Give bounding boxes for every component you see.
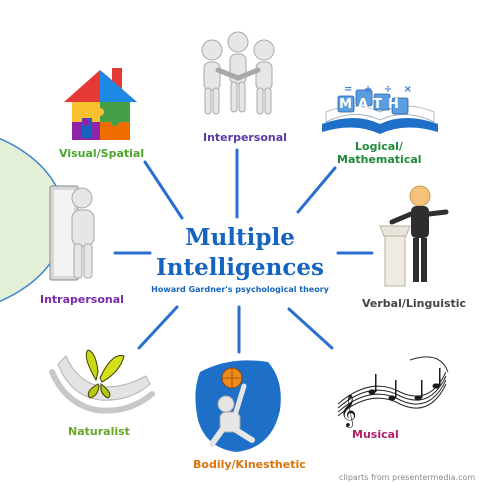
- label-visual-spatial: Visual/Spatial: [59, 147, 145, 160]
- label-mathematical: Mathematical: [337, 153, 422, 166]
- label-logical: Logical/: [355, 140, 403, 153]
- spoke-logical: [296, 166, 337, 214]
- title-intelligences: Intelligences: [156, 254, 324, 281]
- spoke-musical: [287, 307, 334, 350]
- spoke-visual: [143, 160, 184, 220]
- spoke-naturalist: [137, 305, 179, 350]
- title-multiple: Multiple: [185, 224, 295, 251]
- label-interpersonal: Interpersonal: [203, 131, 287, 144]
- credit-text: cliparts from presentermedia.com: [339, 473, 476, 482]
- math-symbols: = + ÷ ×: [344, 84, 416, 95]
- label-naturalist: Naturalist: [68, 425, 130, 438]
- svg-text:𝄞: 𝄞: [340, 394, 357, 428]
- label-verbal-linguistic: Verbal/Linguistic: [362, 297, 467, 310]
- label-musical: Musical: [352, 428, 399, 441]
- label-intrapersonal: Intrapersonal: [40, 293, 124, 306]
- math-book-text: MATH: [339, 97, 405, 112]
- subtitle: Howard Gardner's psychological theory: [151, 285, 329, 294]
- label-bodily-kinesthetic: Bodily/Kinesthetic: [193, 458, 306, 471]
